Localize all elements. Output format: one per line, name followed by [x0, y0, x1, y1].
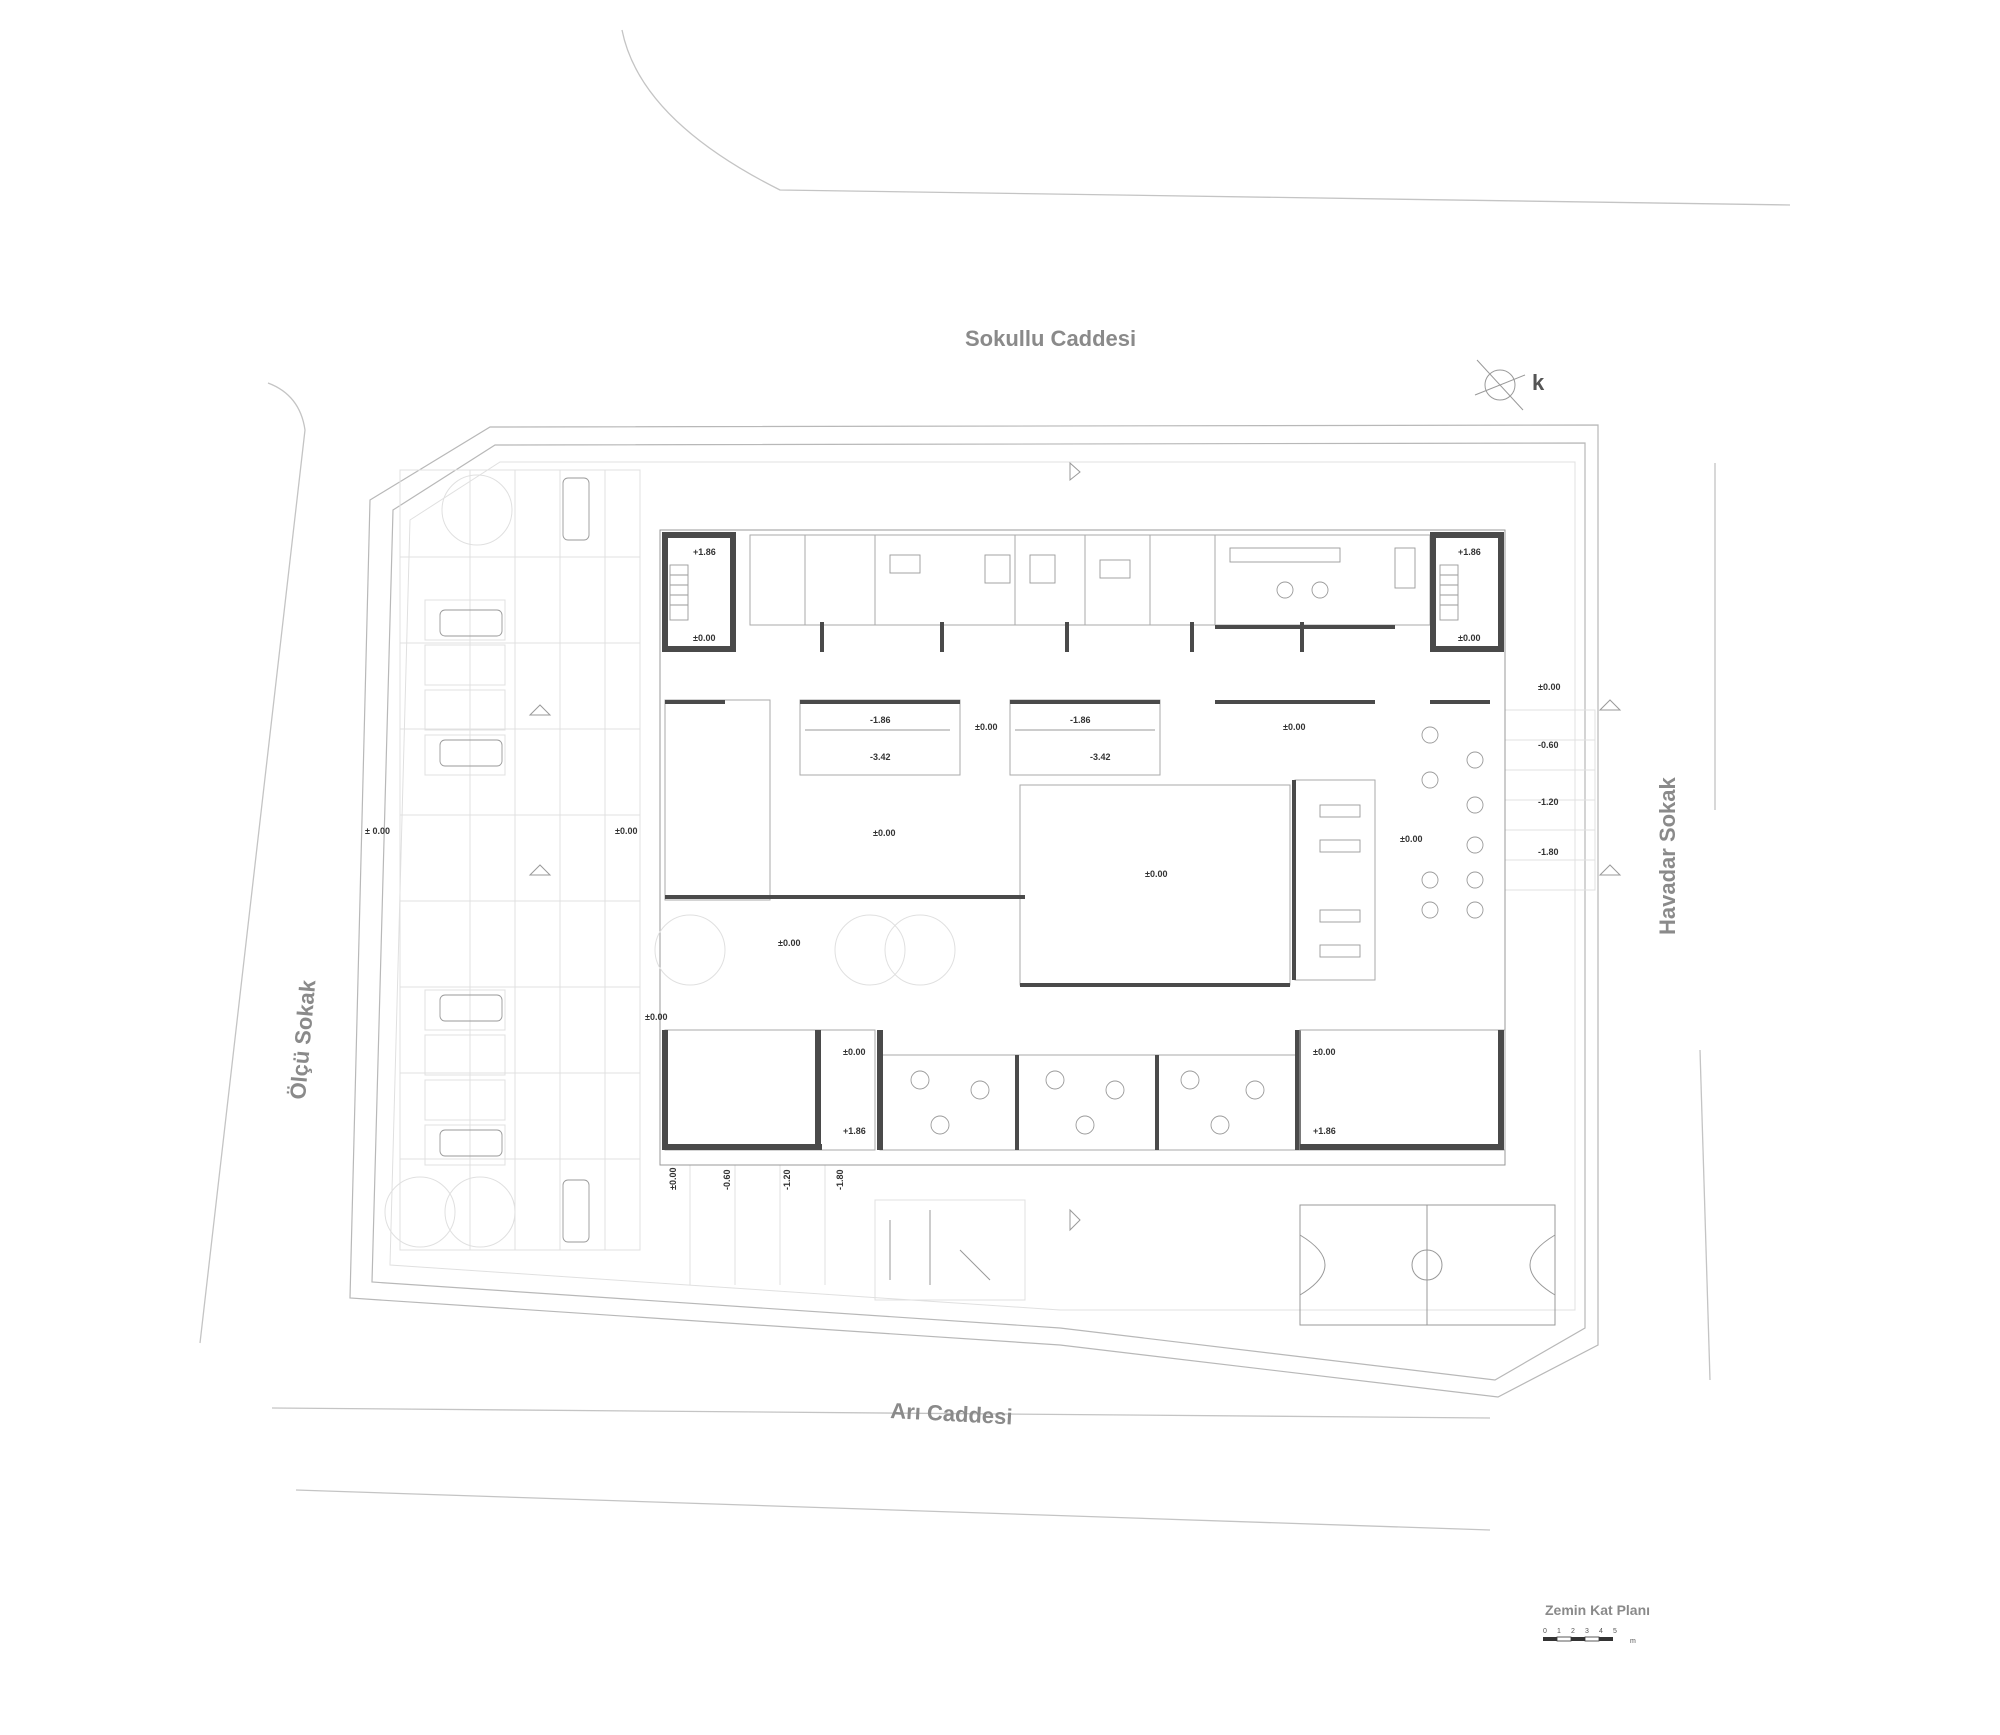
level-label: ±0.00 — [1145, 869, 1167, 879]
street-label-east: Havadar Sokak — [1655, 776, 1680, 935]
north-room-furniture — [889, 547, 1416, 599]
level-label: -1.80 — [835, 1169, 845, 1190]
scale-bar — [1543, 1636, 1613, 1642]
level-label: ±0.00 — [843, 1047, 865, 1057]
level-annotations: +1.86 ±0.00 +1.86 ±0.00 -1.86 -3.42 -1.8… — [365, 547, 1560, 1190]
street-label-west: Ölçü Sokak — [285, 978, 320, 1100]
level-label: ±0.00 — [668, 1168, 678, 1190]
level-label: -0.60 — [722, 1169, 732, 1190]
level-label: +1.86 — [1458, 547, 1481, 557]
level-label: ±0.00 — [1458, 633, 1480, 643]
north-wing — [749, 534, 1431, 626]
level-label: -1.86 — [1070, 715, 1091, 725]
north-arrow: k — [1474, 359, 1545, 411]
corridor-walls — [665, 622, 1490, 704]
level-label: -3.42 — [1090, 752, 1111, 762]
parked-cars — [439, 477, 590, 1243]
scale-tick-label: 1 — [1557, 1628, 1561, 1635]
site-trees — [384, 474, 516, 1248]
surrounding-roads — [199, 29, 1791, 1531]
east-wc-block — [1292, 779, 1376, 981]
scale-tick-label: 3 — [1585, 1628, 1589, 1635]
basketball-court — [1299, 1204, 1556, 1326]
playground — [874, 1199, 1026, 1301]
level-label: ±0.00 — [1313, 1047, 1335, 1057]
south-wing — [662, 1029, 1506, 1151]
stair-north-east — [1430, 532, 1504, 652]
scale-tick-label: 4 — [1599, 1628, 1603, 1635]
building-outline — [659, 529, 1506, 1166]
south-classroom-tables — [910, 1070, 1265, 1135]
drawing-title: Zemin Kat Planı — [1545, 1602, 1650, 1618]
interior-stairs — [799, 699, 1375, 776]
level-label: -1.20 — [1538, 797, 1559, 807]
stair-north-west — [662, 532, 736, 652]
level-label: +1.86 — [693, 547, 716, 557]
section-markers — [528, 461, 1622, 1232]
drawing-title-block: Zemin Kat Planı 0 1 2 3 4 5 m — [1543, 1602, 1650, 1645]
level-label: ±0.00 — [615, 826, 637, 836]
level-label: -0.60 — [1538, 740, 1559, 750]
east-hall-tables — [1421, 726, 1484, 919]
level-label: ±0.00 — [1400, 834, 1422, 844]
site-boundary — [349, 424, 1599, 1398]
level-label: ±0.00 — [873, 828, 895, 838]
level-label: ±0.00 — [1283, 722, 1305, 732]
level-label: ±0.00 — [693, 633, 715, 643]
level-label: ±0.00 — [975, 722, 997, 732]
street-label-south: Arı Caddesi — [890, 1398, 1013, 1429]
level-label: ±0.00 — [1538, 682, 1560, 692]
level-label: ±0.00 — [778, 938, 800, 948]
level-label: -1.20 — [782, 1169, 792, 1190]
west-covered-area — [654, 699, 1025, 986]
north-arrow-letter: k — [1532, 370, 1545, 395]
scale-tick-label: 5 — [1613, 1628, 1617, 1635]
parking-paving — [399, 469, 641, 1251]
level-label: +1.86 — [1313, 1126, 1336, 1136]
scale-unit: m — [1630, 1638, 1636, 1645]
level-label: -1.86 — [870, 715, 891, 725]
level-label: ±0.00 — [645, 1012, 667, 1022]
level-label: -3.42 — [870, 752, 891, 762]
level-label: +1.86 — [843, 1126, 866, 1136]
level-label: -1.80 — [1538, 847, 1559, 857]
scale-tick-label: 0 — [1543, 1628, 1547, 1635]
scale-tick-label: 2 — [1571, 1628, 1575, 1635]
central-courtyard — [1019, 784, 1291, 987]
level-label: ± 0.00 — [365, 826, 390, 836]
street-label-north: Sokullu Caddesi — [965, 326, 1136, 351]
south-ramps — [689, 1165, 826, 1285]
